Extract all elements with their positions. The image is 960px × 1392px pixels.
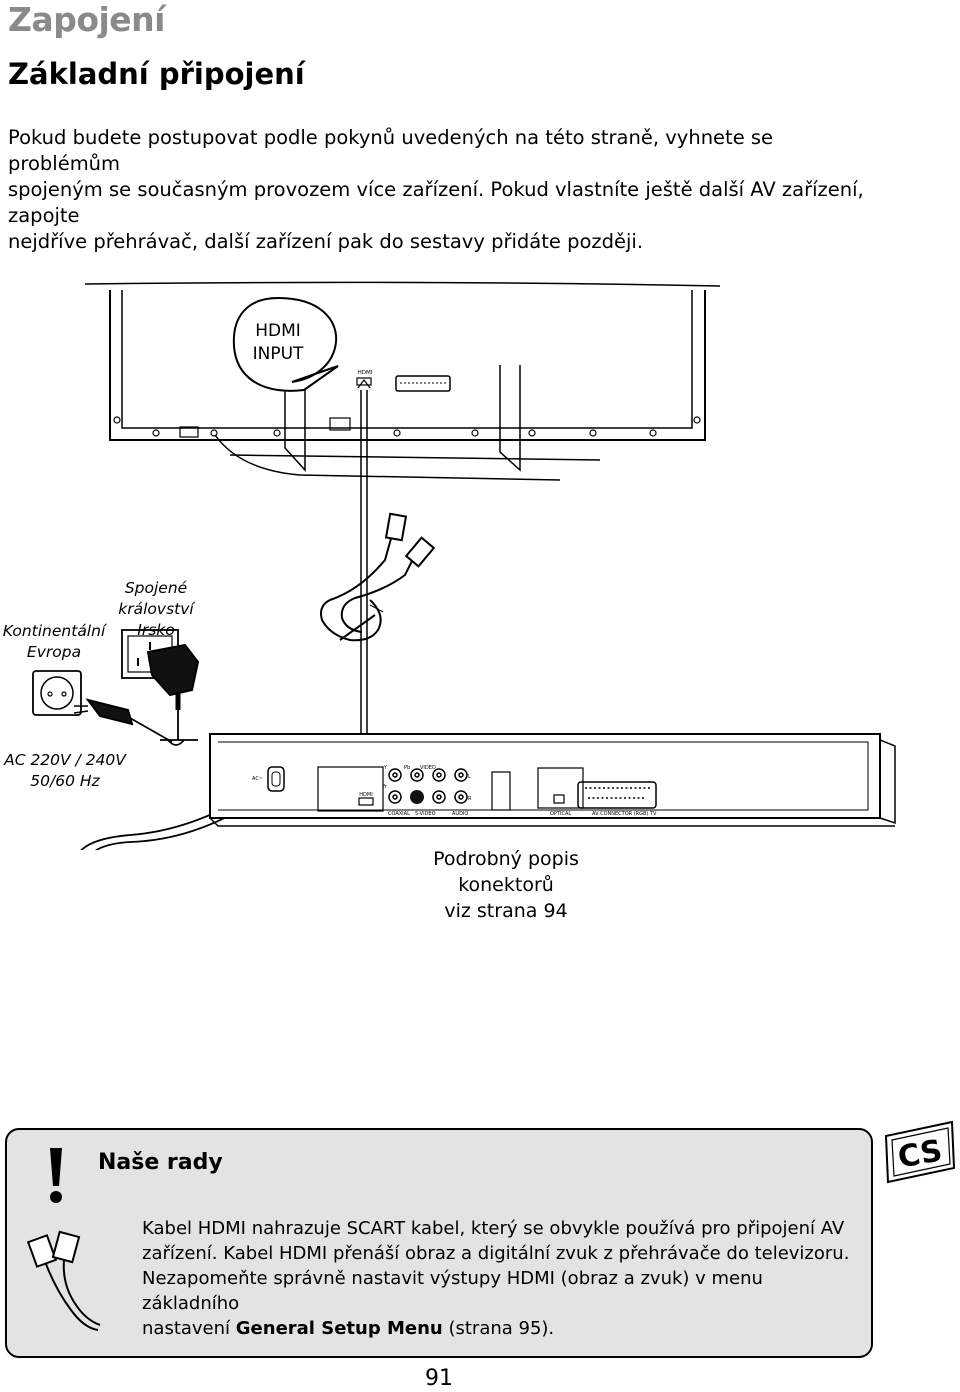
eu-label-line2: Evropa (26, 643, 82, 661)
player-ac-label: AC~ (252, 776, 263, 782)
intro-line: Pokud budete postupovat podle pokynů uve… (8, 126, 774, 175)
player-video-label: VIDEO (420, 765, 436, 771)
tips-line: Nezapomeňte správně nastavit výstupy HDM… (142, 1268, 763, 1314)
tips-line-suffix: (strana 95). (442, 1318, 555, 1339)
tips-menu-name: General Setup Menu (235, 1318, 443, 1339)
language-badge: CS (884, 1120, 956, 1184)
connector-details-note: Podrobný popis konektorů viz strana 94 (386, 846, 626, 924)
section-title: Základní připojení (8, 57, 305, 91)
player-optical-label: OPTICAL (550, 811, 571, 817)
rca-jacks (388, 768, 468, 804)
player-y-label: Y (383, 765, 388, 771)
page-number: 91 (425, 1366, 453, 1391)
connection-diagram: HDMI HDMI INPUT (32, 281, 896, 850)
chapter-title: Zapojení (8, 0, 166, 39)
player-pr-label: Pr (382, 784, 388, 790)
player-audio-label: AUDIO (452, 811, 468, 817)
player-coaxial-label: COAXIAL (388, 811, 410, 817)
tv-hdmi-port-label: HDMI (358, 370, 373, 376)
tips-line-prefix: nastavení (142, 1318, 236, 1339)
tips-line: zařízení. Kabel HDMI přenáší obraz a dig… (142, 1243, 850, 1264)
uk-label-line1: Spojené království (118, 579, 194, 618)
player-l-label: L (468, 774, 471, 780)
tips-line: Kabel HDMI nahrazuje SCART kabel, který … (142, 1218, 845, 1239)
power-label-line1: AC 220V / 240V (4, 751, 126, 769)
player-r-label: R (468, 796, 472, 802)
connector-details-line2: viz strana 94 (444, 900, 568, 922)
scart-cable-icon (26, 1230, 101, 1331)
intro-paragraph: Pokud budete postupovat podle pokynů uve… (8, 125, 868, 255)
player-port-labels: AC~ HDMI Y Pb Pr VIDEO L R COAXIAL S-VID… (252, 765, 657, 817)
eu-power-socket-icon (32, 670, 82, 716)
tips-text: Kabel HDMI nahrazuje SCART kabel, který … (142, 1216, 862, 1341)
eu-label: Kontinentální Evropa (0, 621, 108, 663)
eu-label-line1: Kontinentální (2, 622, 106, 640)
power-label: AC 220V / 240V 50/60 Hz (0, 750, 130, 792)
eu-power-plug-icon (73, 698, 134, 726)
dvd-player-back-panel (209, 733, 896, 827)
player-hdmi-label: HDMI (359, 792, 372, 798)
tips-title: Naše rady (98, 1150, 223, 1175)
player-pb-label: Pb (404, 765, 410, 771)
tv-back-panel (84, 281, 721, 481)
intro-line: nejdříve přehrávač, další zařízení pak d… (8, 230, 644, 253)
hdmi-input-callout-line2: INPUT (253, 344, 304, 364)
warning-exclamation-icon (50, 1148, 62, 1203)
hdmi-input-callout-line1: HDMI (255, 321, 301, 341)
coiled-hdmi-cable-icon (320, 512, 436, 642)
hdmi-input-callout (232, 296, 339, 392)
uk-label-line2: Irsko (137, 621, 175, 639)
power-label-line2: 50/60 Hz (30, 772, 100, 790)
svideo-jack (410, 790, 424, 804)
player-svideo-label: S-VIDEO (415, 811, 436, 817)
player-scart-label: AV CONNECTOR (RGB) TV (592, 811, 657, 817)
uk-power-plug-icon (146, 643, 200, 710)
language-badge-text: CS (895, 1133, 945, 1175)
uk-label: Spojené království Irsko (92, 578, 220, 641)
tips-box (5, 1128, 873, 1358)
intro-line: spojeným se současným provozem více zaří… (8, 178, 864, 227)
connector-details-line1: Podrobný popis konektorů (433, 848, 579, 896)
